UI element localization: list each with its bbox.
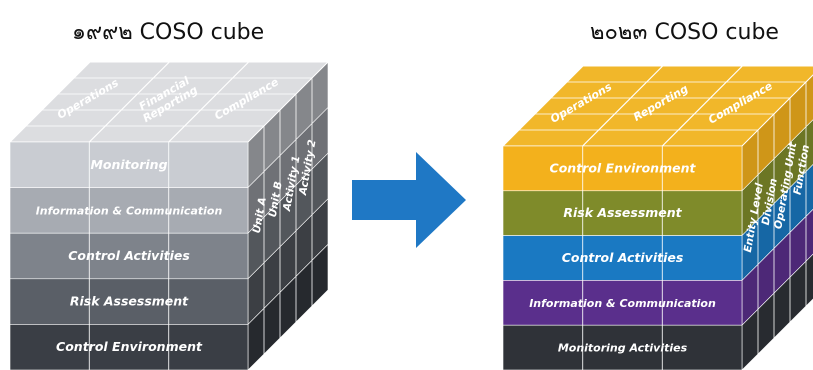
right-front-row: [502, 190, 743, 236]
right-top-divider: [661, 65, 743, 147]
left-row-label: Control Environment: [56, 339, 203, 354]
transition-arrow-icon: [352, 152, 466, 248]
right-front-row: [502, 324, 743, 370]
left-front-row: [9, 141, 249, 188]
right-row-label: Control Environment: [550, 160, 697, 175]
left-front-row: [9, 278, 249, 325]
left-top-divider: [168, 61, 250, 143]
left-row-label: Information & Communication: [36, 204, 223, 217]
left-front-row: [9, 187, 249, 234]
left-cube-title: ๑๙๙๒ COSO cube: [72, 20, 265, 45]
left-top-divider: [88, 61, 170, 143]
left-row-label: Risk Assessment: [70, 294, 189, 309]
left-front-row: [9, 324, 249, 370]
left-row-label: Monitoring: [90, 157, 167, 172]
left-front-row: [9, 232, 249, 280]
right-front-row: [502, 235, 743, 281]
right-front-row: [502, 280, 743, 326]
right-cube-title: ๒๐๒๓ COSO cube: [590, 20, 779, 45]
right-row-label: Control Activities: [562, 250, 684, 265]
left-row-label: Control Activities: [68, 248, 190, 263]
right-top-divider: [582, 65, 664, 147]
right-row-label: Information & Communication: [529, 297, 716, 310]
right-front-row: [502, 145, 743, 192]
right-row-label: Risk Assessment: [563, 205, 682, 220]
right-row-label: Monitoring Activities: [558, 342, 688, 355]
